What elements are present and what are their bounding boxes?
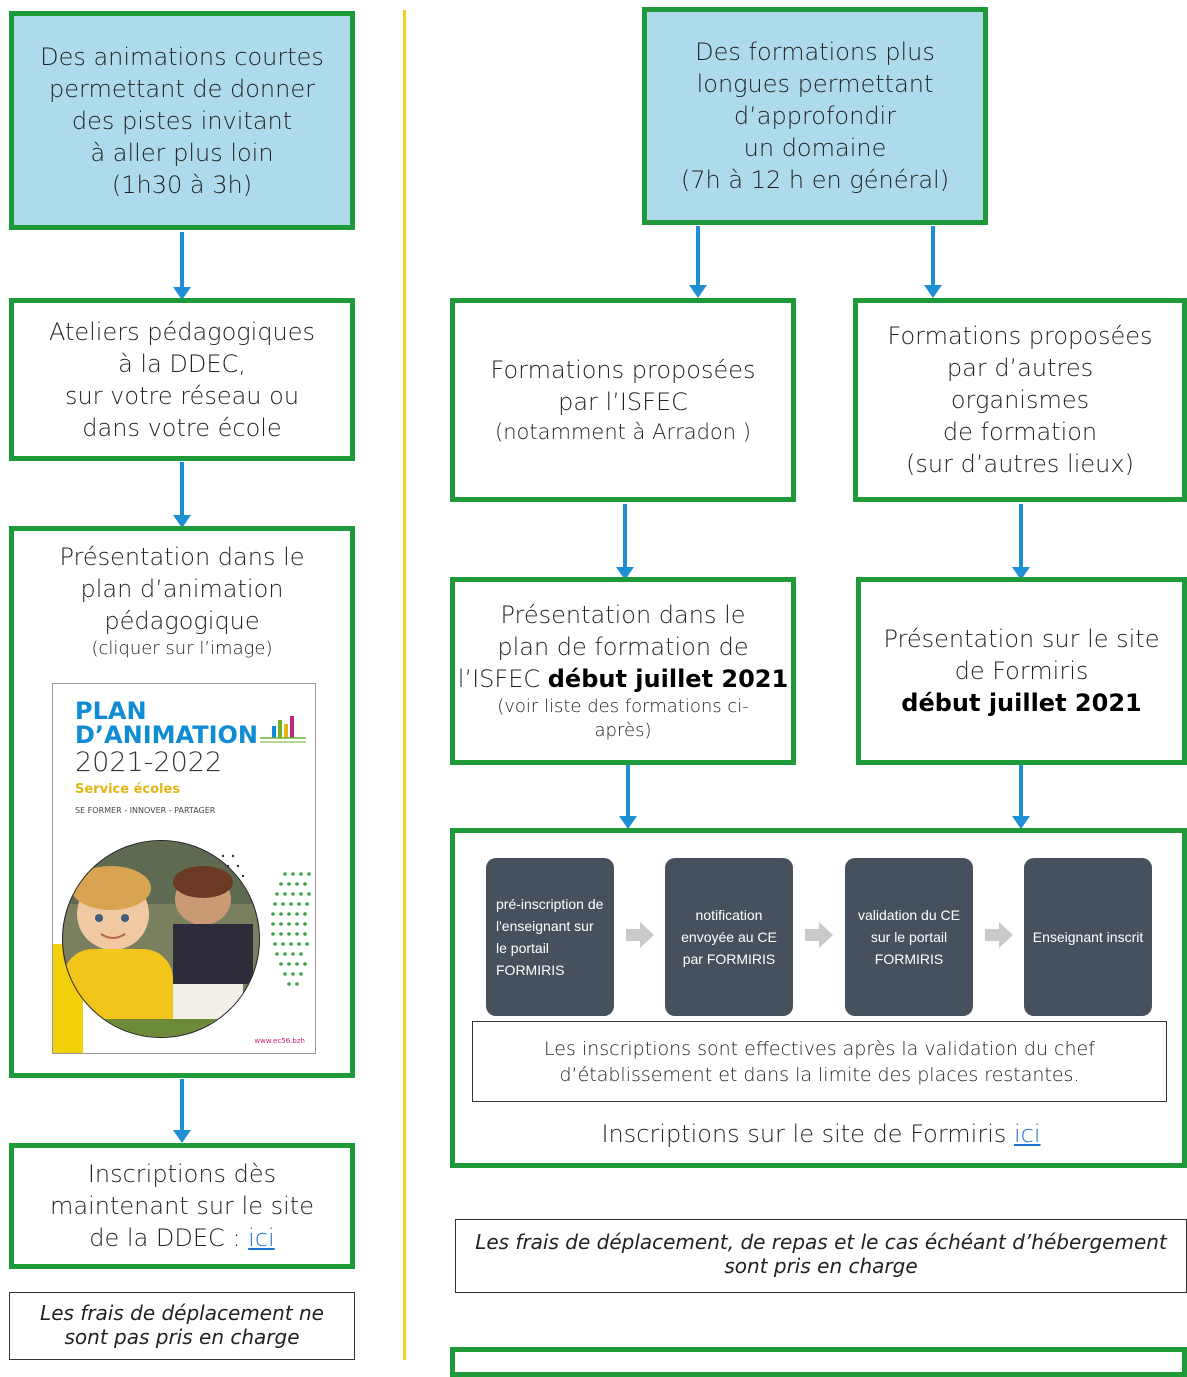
ateliers-line-4: dans votre école xyxy=(82,413,282,442)
presentation-line-3: pédagogique xyxy=(104,607,260,635)
isfec-plan-sub: (voir liste des formations ci-après) xyxy=(497,696,749,741)
cover-year: 2021-2022 xyxy=(75,747,223,778)
left-top-box: Des animations courtes permettant de don… xyxy=(9,11,355,230)
left-inscriptions-line-3: de la DDEC : ici xyxy=(89,1222,274,1254)
right-note-text: Les frais de déplacement, de repas et le… xyxy=(475,1230,1167,1278)
process-step-1: pré-inscription de l'enseignant sur le p… xyxy=(486,858,614,1016)
isfec-plan-line-2: plan de formation de xyxy=(497,633,749,661)
arrow-left-2 xyxy=(173,462,191,528)
right-top-line-1: Des formations plus xyxy=(695,38,935,66)
process-step-2: notification envoyée au CE par FORMIRIS xyxy=(665,858,793,1016)
left-inscriptions-line-2: maintenant sur le site xyxy=(50,1192,314,1220)
right-note: Les frais de déplacement, de repas et le… xyxy=(455,1219,1187,1293)
left-note: Les frais de déplacement ne sont pas pri… xyxy=(9,1292,355,1360)
formiris-box: Présentation sur le site de Formiris déb… xyxy=(856,577,1187,765)
left-inscriptions-line-1: Inscriptions dès xyxy=(87,1160,277,1188)
arrow-right-b xyxy=(924,226,942,298)
right-top-line-5: (7h à 12 h en général) xyxy=(680,166,950,194)
left-top-line-1: Des animations courtes xyxy=(40,42,324,71)
process-step-3: validation du CE sur le portail FORMIRIS xyxy=(845,858,973,1016)
ateliers-line-2: à la DDEC, xyxy=(118,349,246,378)
arrow-right-c xyxy=(616,504,634,580)
cover-title-2: D’ANIMATION xyxy=(75,721,259,749)
process-step-2-label: notification envoyée au CE par FORMIRIS xyxy=(681,907,777,967)
presentation-line-1: Présentation dans le xyxy=(59,543,305,571)
cover-service: Service écoles xyxy=(75,782,181,797)
process-step-1-label: pré-inscription de l'enseignant sur le p… xyxy=(496,896,604,978)
cover-photo xyxy=(53,840,311,1053)
left-top-line-3: des pistes invitant xyxy=(71,106,293,135)
formiris-ici-link[interactable]: ici xyxy=(1014,1120,1041,1148)
arrow-right-a xyxy=(689,226,707,298)
presentation-sub: (cliquer sur l’image) xyxy=(91,638,273,659)
column-divider xyxy=(403,10,406,1360)
arrow-left-3 xyxy=(173,1079,191,1143)
arrow-right-e xyxy=(619,765,637,829)
right-top-line-4: un domaine xyxy=(743,134,887,162)
ateliers-line-3: sur votre réseau ou xyxy=(64,381,300,410)
isfec-box: Formations proposées par l’ISFEC (notamm… xyxy=(450,298,796,502)
autres-organismes-box: Formations proposées par d’autres organi… xyxy=(853,298,1187,502)
presentation-line-2: plan d’animation xyxy=(80,575,284,603)
autres-line-4: de formation xyxy=(942,418,1098,446)
left-inscriptions-prefix: de la DDEC : xyxy=(89,1224,249,1252)
bottom-partial-box xyxy=(450,1347,1187,1377)
formiris-line-1: Présentation sur le site xyxy=(883,625,1160,653)
right-top-line-3: d’approfondir xyxy=(733,102,897,130)
isfec-sub: (notamment à Arradon ) xyxy=(495,420,751,444)
process-step-4-label: Enseignant inscrit xyxy=(1032,929,1144,945)
right-top-line-2: longues permettant xyxy=(696,70,934,98)
isfec-plan-line-3: l’ISFEC début juillet 2021 xyxy=(458,663,788,695)
isfec-plan-box: Présentation dans le plan de formation d… xyxy=(450,577,796,765)
process-step-3-label: validation du CE sur le portail FORMIRIS xyxy=(858,907,960,967)
isfec-line-2: par l’ISFEC xyxy=(558,388,688,416)
formiris-inscriptions-line: Inscriptions sur le site de Formiris ici xyxy=(455,1118,1187,1150)
autres-line-1: Formations proposées xyxy=(887,322,1153,350)
cover-title-1: PLAN xyxy=(75,697,147,725)
autres-line-2: par d’autres xyxy=(946,354,1094,382)
arrow-left-1 xyxy=(173,232,191,300)
formiris-inscriptions-prefix: Inscriptions sur le site de Formiris xyxy=(601,1120,1014,1148)
right-top-box: Des formations plus longues permettant d… xyxy=(642,7,988,225)
ateliers-line-1: Ateliers pédagogiques xyxy=(48,317,316,346)
process-note: Les inscriptions sont effectives après l… xyxy=(472,1021,1167,1102)
autres-line-3: organismes xyxy=(950,386,1090,414)
arrow-right-f xyxy=(1012,765,1030,829)
plan-animation-cover-image[interactable]: PLAN D’ANIMATION 2021-2022 Service école… xyxy=(52,683,316,1054)
chevron-right-icon xyxy=(626,922,654,948)
left-top-line-2: permettant de donner xyxy=(49,74,315,103)
isfec-plan-date: début juillet 2021 xyxy=(547,665,789,693)
autres-line-5: (sur d’autres lieux) xyxy=(906,450,1134,478)
ddec-ici-link[interactable]: ici xyxy=(248,1224,275,1252)
arrow-right-d xyxy=(1012,504,1030,580)
left-inscriptions-box: Inscriptions dès maintenant sur le site … xyxy=(9,1143,355,1269)
chevron-right-icon xyxy=(985,922,1013,948)
formiris-date: début juillet 2021 xyxy=(901,689,1142,717)
left-top-line-4: à aller plus loin xyxy=(90,138,274,167)
formiris-line-2: de Formiris xyxy=(954,657,1089,685)
left-top-line-5: (1h30 à 3h) xyxy=(111,170,253,199)
isfec-plan-line-1: Présentation dans le xyxy=(500,601,746,629)
isfec-plan-prefix: l’ISFEC xyxy=(457,665,548,693)
process-step-4: Enseignant inscrit xyxy=(1024,858,1152,1016)
process-note-text: Les inscriptions sont effectives après l… xyxy=(544,1037,1095,1086)
chevron-right-icon xyxy=(805,922,833,948)
ateliers-box: Ateliers pédagogiques à la DDEC, sur vot… xyxy=(9,298,355,461)
left-note-text: Les frais de déplacement ne sont pas pri… xyxy=(40,1301,324,1349)
cover-logo-icon xyxy=(260,716,306,743)
cover-url: www.ec56.bzh xyxy=(254,1037,305,1045)
cover-tagline: SE FORMER - INNOVER - PARTAGER xyxy=(75,806,216,815)
isfec-line-1: Formations proposées xyxy=(490,356,756,384)
